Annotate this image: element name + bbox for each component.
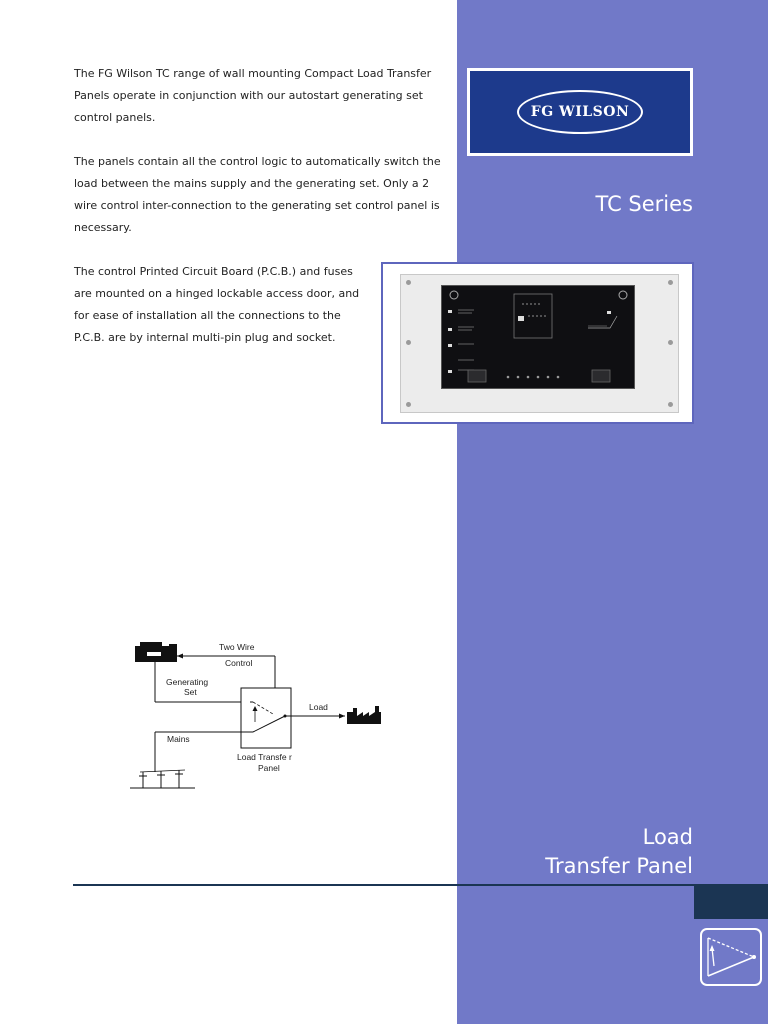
bottom-title-line-2: Transfer Panel [545,854,693,878]
label-control: Control [225,658,253,668]
logo-background: FG WILSON [470,71,690,153]
screw-icon [406,280,411,285]
product-photo [381,262,694,424]
panel-enclosure [400,274,679,413]
label-panel: Panel [258,763,280,773]
label-load-transfer-panel: Load Transfe r [237,752,292,762]
intro-paragraph-2: The panels contain all the control logic… [74,155,441,234]
screw-icon [406,402,411,407]
sidebar-panel [457,0,768,1024]
navy-block [694,886,768,919]
label-two-wire: Two Wire [219,642,255,652]
wiring-diagram: Two Wire Control Generating Set Load Mai… [130,642,381,789]
control-panel-details-icon [448,290,628,383]
screw-icon [668,402,673,407]
transfer-symbol-icon [700,928,762,986]
divider-line [73,884,768,886]
power-pylon-icon [130,769,195,789]
label-set: Set [184,687,197,697]
factory-icon [347,706,381,724]
brand-logo: FG WILSON [467,68,693,156]
label-generating: Generating [166,677,208,687]
control-panel-face [441,285,635,389]
intro-paragraph-1: The FG Wilson TC range of wall mounting … [74,67,432,124]
series-title: TC Series [595,192,693,216]
logo-oval: FG WILSON [517,90,643,134]
generator-icon [135,642,177,662]
label-load: Load [309,702,328,712]
bottom-title: Load Transfer Panel [500,823,693,881]
screw-icon [668,340,673,345]
label-mains: Mains [167,734,190,744]
bottom-title-line-1: Load [642,825,693,849]
intro-paragraph-3: The control Printed Circuit Board (P.C.B… [74,265,360,344]
screw-icon [668,280,673,285]
logo-text: FG WILSON [530,104,630,120]
intro-text: The FG Wilson TC range of wall mounting … [74,63,444,371]
screw-icon [406,340,411,345]
